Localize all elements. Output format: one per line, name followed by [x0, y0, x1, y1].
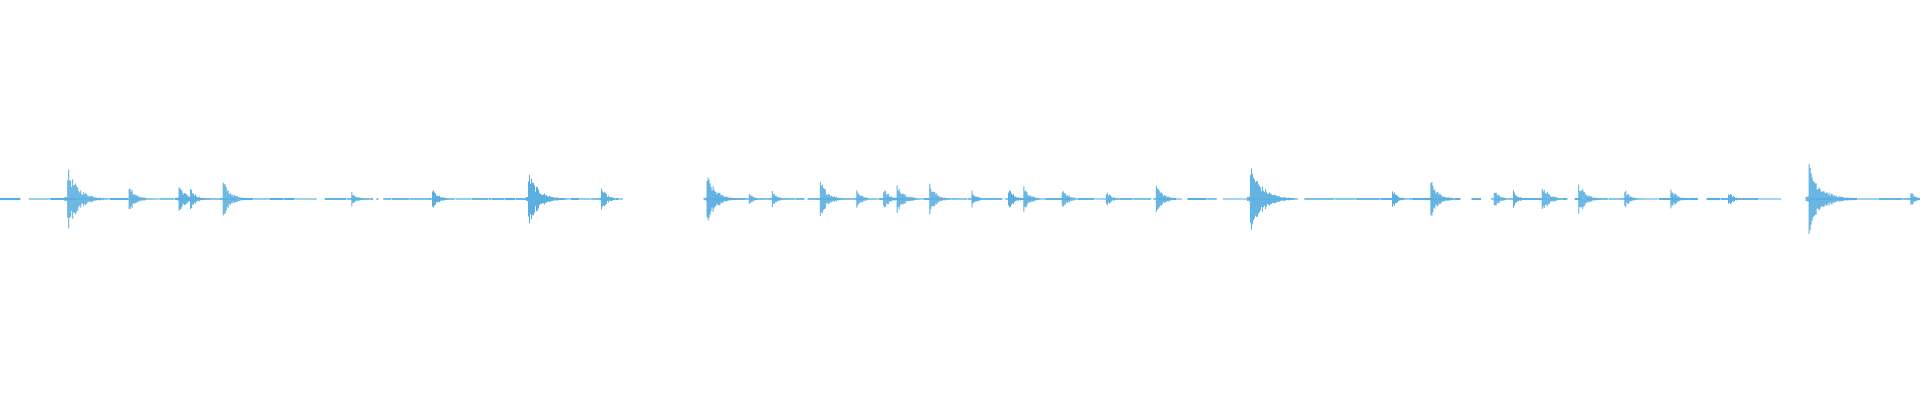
- waveform-segment: [515, 198, 532, 200]
- waveform-transient: [597, 188, 623, 210]
- waveform-segment: [50, 198, 77, 200]
- waveform-transient: [1152, 185, 1182, 213]
- waveform-segment: [324, 198, 347, 200]
- waveform-segment: [455, 198, 472, 200]
- waveform-transient: [853, 190, 877, 208]
- waveform-segment: [1741, 198, 1759, 200]
- waveform-segment: [284, 197, 295, 201]
- waveform-segment: [795, 198, 805, 200]
- waveform-transient: [1575, 184, 1607, 214]
- waveform-segment: [391, 198, 409, 200]
- waveform-transient: [926, 183, 956, 215]
- waveform-segment: [952, 198, 968, 200]
- waveform-transient: [187, 188, 213, 210]
- waveform-transient: [1538, 189, 1568, 209]
- waveform-segment: [1077, 198, 1095, 200]
- waveform-segment: [1608, 198, 1629, 200]
- waveform-segment: [253, 198, 269, 200]
- waveform-segment: [383, 198, 392, 200]
- waveform-segment: [1304, 198, 1335, 200]
- waveform-segment: [1857, 198, 1878, 200]
- waveform-segment: [1094, 198, 1105, 200]
- waveform-transient: [125, 188, 155, 210]
- waveform-transient: [1020, 186, 1048, 212]
- waveform-segment: [376, 198, 379, 200]
- waveform-segment: [370, 198, 373, 200]
- waveform-segment: [1759, 198, 1782, 200]
- waveform-transient: [1389, 191, 1412, 207]
- waveform-transient: [745, 194, 765, 204]
- waveform-transient: [1246, 168, 1298, 230]
- waveform-transient: [1058, 191, 1084, 207]
- waveform-segment: [1878, 198, 1903, 200]
- waveform-transient: [1907, 193, 1920, 205]
- waveform-transient: [64, 169, 112, 229]
- waveform-segment: [505, 197, 516, 201]
- waveform-segment: [1334, 198, 1356, 200]
- waveform-transient: [1509, 190, 1531, 208]
- waveform-transient: [348, 191, 370, 207]
- waveform-segment: [1222, 198, 1251, 200]
- waveform-segment: [491, 198, 505, 200]
- waveform-segment: [570, 198, 580, 200]
- waveform-transient: [525, 174, 568, 224]
- waveform-segment: [488, 198, 491, 200]
- waveform-transient: [893, 185, 925, 213]
- waveform-segment: [1187, 197, 1207, 201]
- waveform-transient: [816, 181, 850, 217]
- waveform-segment: [1133, 198, 1152, 200]
- waveform-segment: [295, 198, 317, 200]
- waveform-transient: [1427, 181, 1461, 217]
- waveform-segment: [28, 198, 50, 200]
- waveform-transient: [429, 190, 454, 208]
- waveform-segment: [159, 198, 175, 200]
- waveform-segment: [1355, 198, 1380, 200]
- waveform-transient: [1725, 194, 1746, 204]
- waveform-segment: [1471, 198, 1482, 200]
- waveform-segment: [1412, 197, 1438, 201]
- waveform-segment: [1634, 198, 1659, 200]
- waveform-segment: [1689, 197, 1698, 201]
- waveform-transient: [1621, 190, 1645, 208]
- waveform-segment: [1045, 198, 1071, 200]
- waveform-transient: [1102, 192, 1124, 206]
- waveform-segment: [1706, 197, 1720, 201]
- waveform-segment: [110, 198, 129, 200]
- waveform-segment: [409, 198, 432, 200]
- waveform-segment: [269, 198, 284, 200]
- waveform-segment: [1120, 198, 1133, 200]
- waveform-transient: [219, 182, 253, 216]
- waveform-segment: [471, 198, 489, 200]
- waveform-segment: [579, 198, 591, 200]
- waveform-transient: [703, 177, 743, 221]
- waveform-transient: [968, 190, 990, 208]
- waveform-transient: [1805, 164, 1857, 234]
- waveform-transient: [1667, 189, 1693, 209]
- waveform-segment: [1207, 198, 1217, 200]
- waveform-segment: [0, 197, 21, 201]
- waveform-transient: [768, 190, 790, 208]
